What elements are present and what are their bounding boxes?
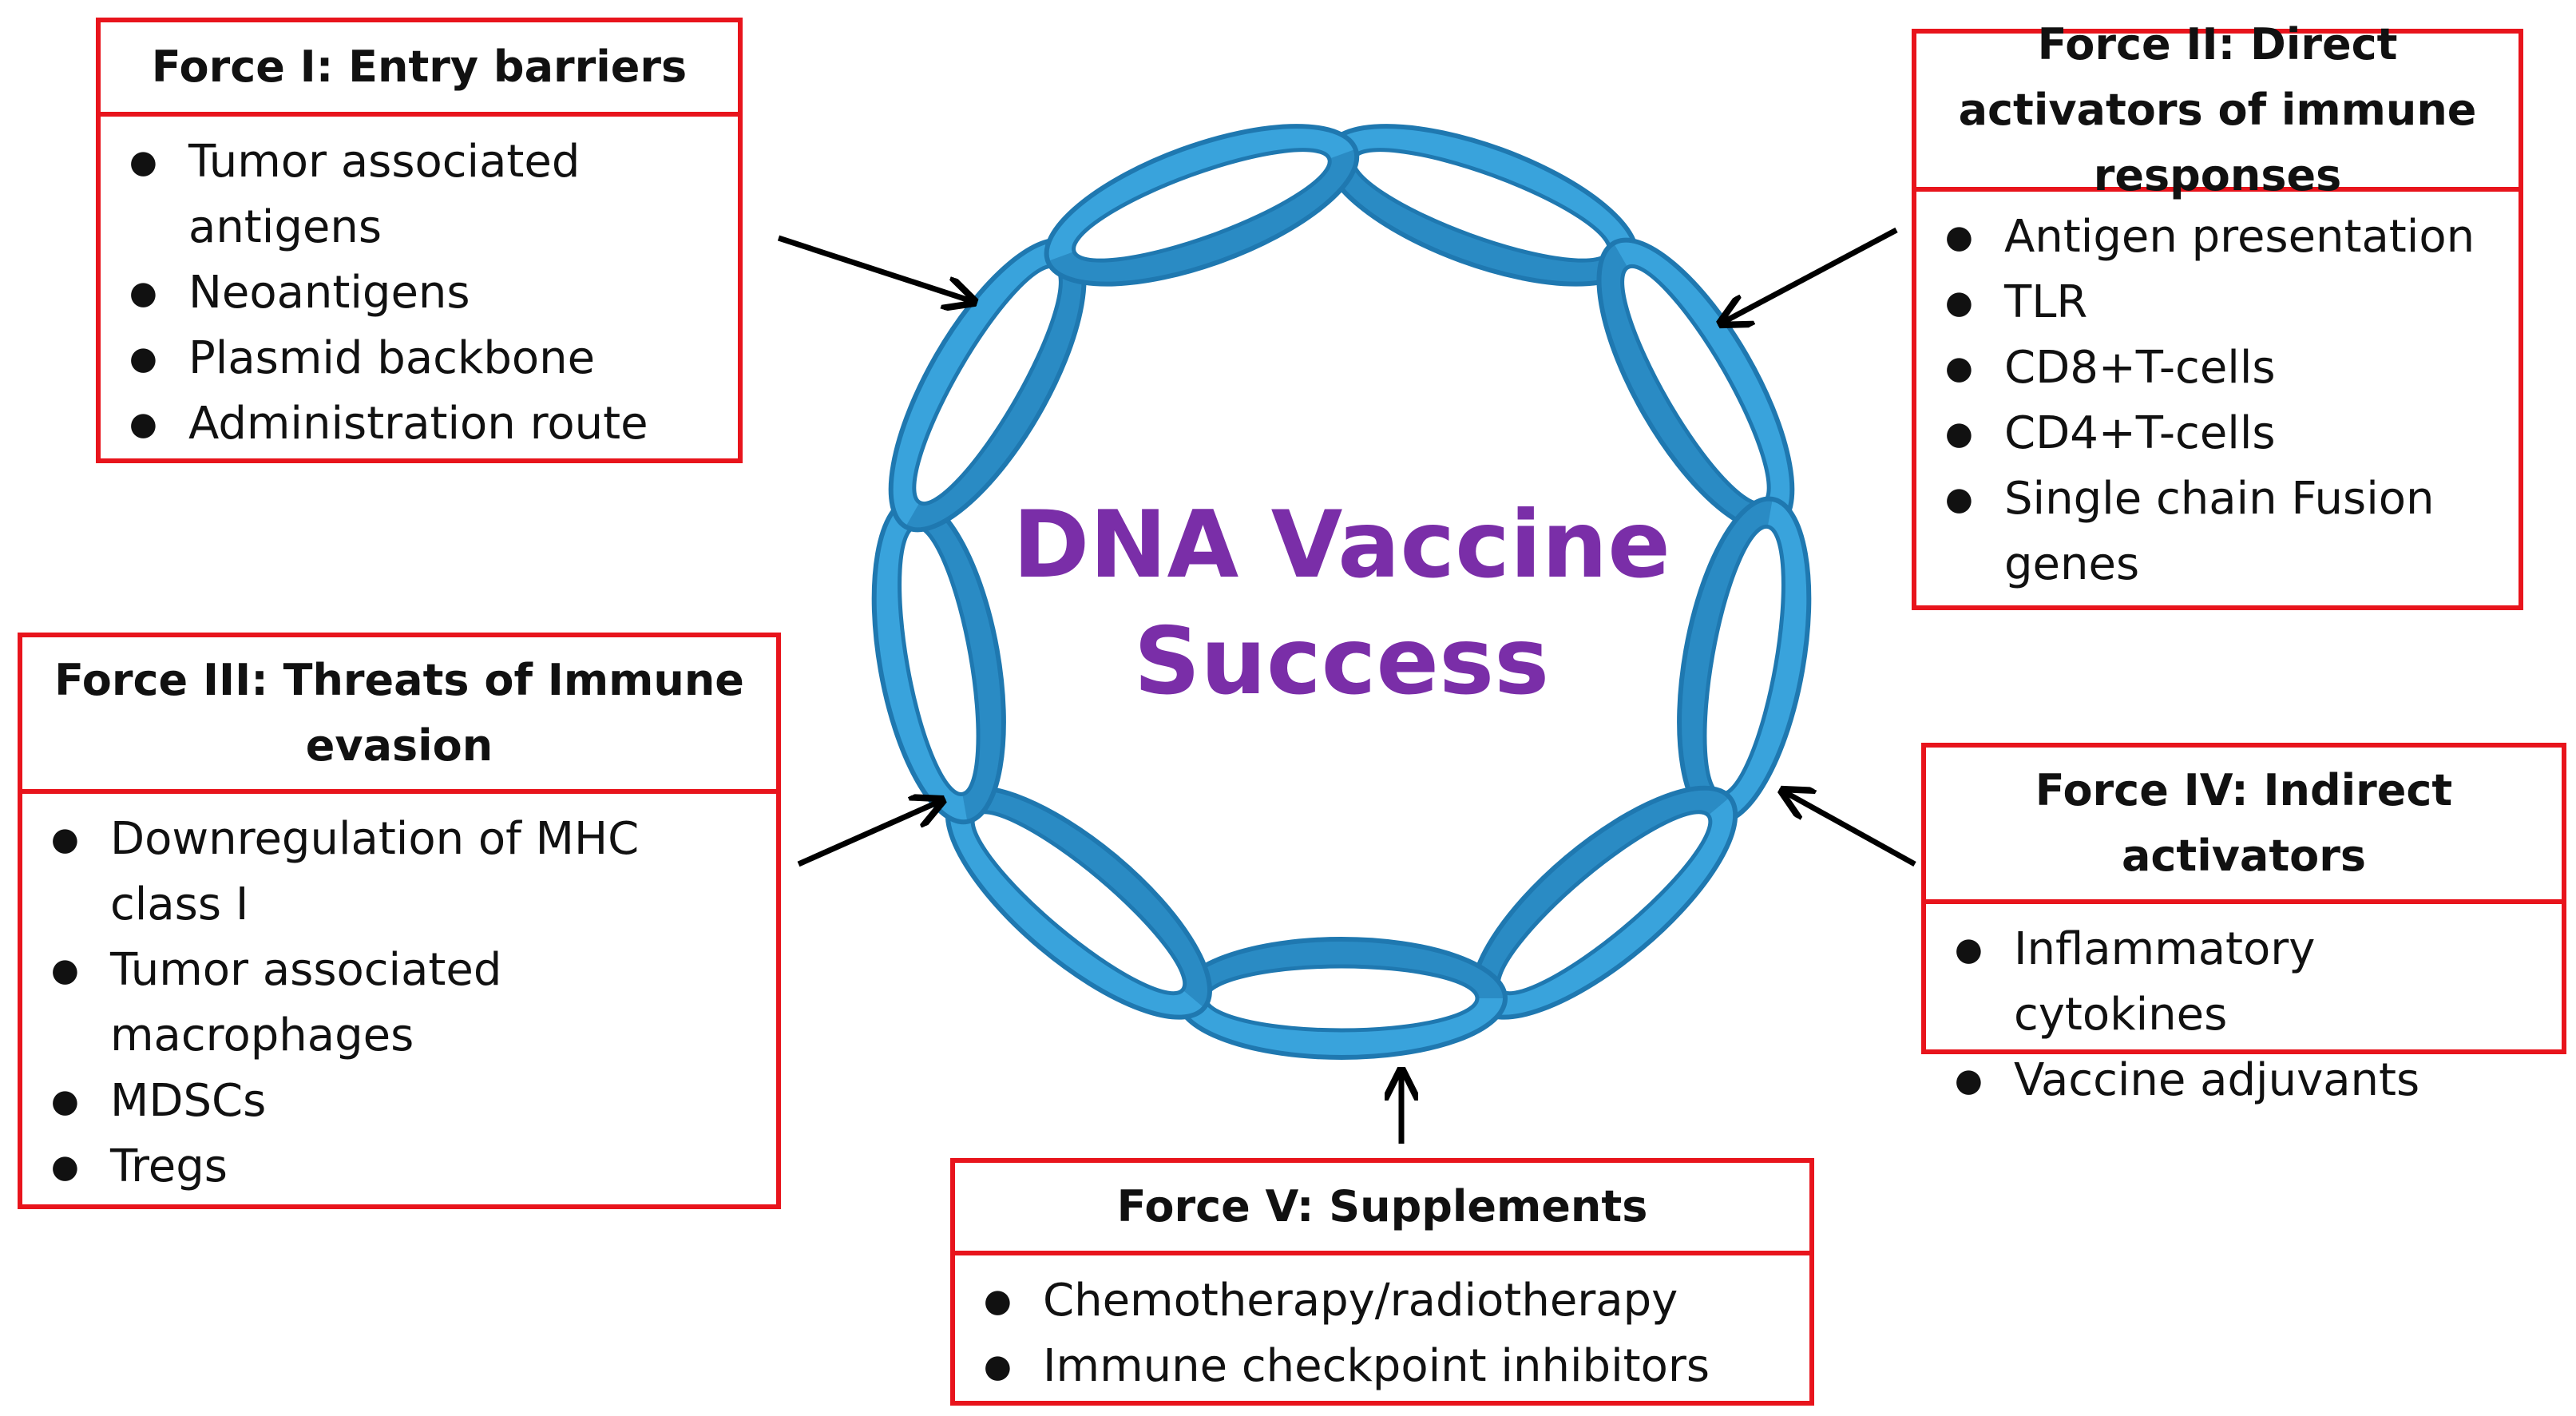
list-item: ●CD4+T-cells — [1916, 401, 2519, 466]
bullet-icon: ● — [1945, 415, 1973, 452]
list-item: ●Immune checkpoint inhibitors — [955, 1334, 1809, 1399]
chain-link — [1044, 124, 1360, 287]
bullet-icon: ● — [1945, 481, 1973, 518]
force-4-box: Force IV: Indirect activators ●Inflammat… — [1921, 743, 2566, 1106]
bullet-icon: ● — [51, 821, 79, 858]
bullet-icon: ● — [1945, 350, 1973, 387]
force-3-title: Force III: Threats of Immune evasion — [22, 637, 776, 794]
bullet-icon: ● — [129, 144, 157, 180]
force-2-title: Force II: Direct activators of immune re… — [1916, 19, 2519, 200]
list-item: ●CD8+T-cells — [1916, 335, 2519, 401]
arrow-force-2 — [1721, 227, 1898, 323]
arrow-force-1 — [777, 235, 974, 302]
force-5-title: Force V: Supplements — [955, 1163, 1809, 1255]
bullet-icon: ● — [1955, 931, 1983, 968]
arrows — [777, 227, 1916, 1144]
list-item: ●TLR — [1916, 270, 2519, 335]
force-4-list: ●Inflammatory cytokines ●Vaccine adjuvan… — [1926, 904, 2562, 1121]
center-title-line-2: Success — [1133, 608, 1550, 716]
bullet-icon: ● — [984, 1283, 1012, 1319]
bullet-icon: ● — [1945, 284, 1973, 321]
force-1-box: Force I: Entry barriers ●Tumor associate… — [96, 18, 743, 463]
chain-link — [1596, 237, 1795, 533]
bullet-icon: ● — [984, 1348, 1012, 1385]
force-1-title: Force I: Entry barriers — [101, 22, 738, 117]
force-1-list: ●Tumor associated antigens ●Neoantigens … — [101, 117, 738, 465]
list-item: ●Administration route — [101, 391, 738, 457]
force-3-list: ●Downregulation of MHC class I ●Tumor as… — [22, 794, 776, 1208]
dna-chain-ring — [871, 124, 1812, 1060]
arrow-force-4 — [1782, 791, 1916, 867]
list-item: ●Tumor associated macrophages — [22, 938, 776, 1069]
force-2-box: Force II: Direct activators of immune re… — [1912, 19, 2523, 610]
bullet-icon: ● — [129, 340, 157, 377]
bullet-icon: ● — [51, 952, 79, 989]
force-5-list: ●Chemotherapy/radiotherapy ●Immune check… — [955, 1255, 1809, 1407]
chain-link — [1677, 496, 1812, 825]
list-item: ●Downregulation of MHC class I — [22, 807, 776, 938]
bullet-icon: ● — [51, 1083, 79, 1120]
list-item: ●Inflammatory cytokines — [1926, 917, 2562, 1048]
force-5-box: Force V: Supplements ●Chemotherapy/radio… — [950, 1158, 1814, 1406]
chain-link — [871, 496, 1006, 825]
list-item: ●Plasmid backbone — [101, 326, 738, 391]
chain-link — [1175, 937, 1508, 1060]
bullet-icon: ● — [51, 1148, 79, 1185]
list-item: ●Antigen presentation — [1916, 204, 2519, 270]
list-item: ●Chemotherapy/radiotherapy — [955, 1268, 1809, 1334]
bullet-icon: ● — [1945, 219, 1973, 256]
force-3-box: Force III: Threats of Immune evasion ●Do… — [18, 633, 781, 1209]
bullet-icon: ● — [129, 275, 157, 311]
list-item: ●Vaccine adjuvants — [1926, 1048, 2562, 1113]
list-item: ●MDSCs — [22, 1069, 776, 1134]
center-title-line-1: DNA Vaccine — [1013, 491, 1670, 599]
force-4-title: Force IV: Indirect activators — [1926, 748, 2562, 904]
force-2-list: ●Antigen presentation ●TLR ●CD8+T-cells … — [1916, 192, 2519, 605]
list-item: ●Tregs — [22, 1134, 776, 1200]
arrow-force-3 — [797, 800, 942, 867]
bullet-icon: ● — [1955, 1062, 1983, 1099]
list-item: ●Single chain Fusion genes — [1916, 466, 2519, 597]
list-item: ●Neoantigens — [101, 260, 738, 326]
list-item: ●Tumor associated antigens — [101, 129, 738, 260]
bullet-icon: ● — [129, 406, 157, 442]
center-title: DNA Vaccine Success — [1006, 487, 1677, 720]
